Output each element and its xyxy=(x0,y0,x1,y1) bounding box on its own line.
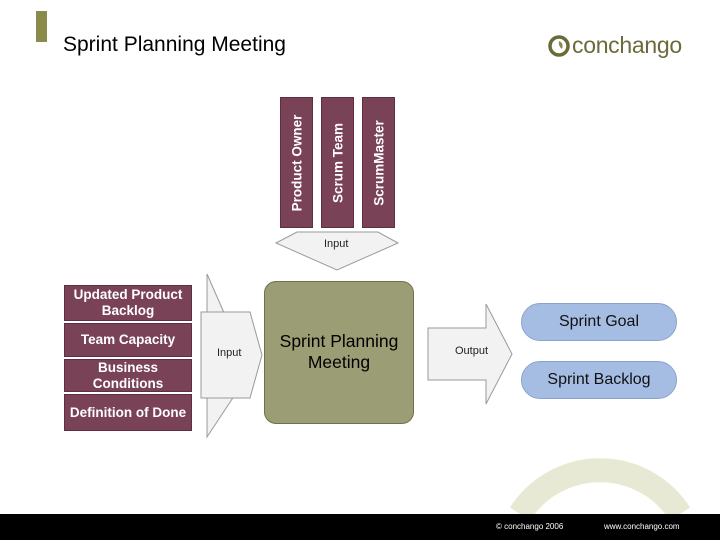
conchango-logo-mark-icon xyxy=(548,35,570,57)
input-box-business-conditions: Business Conditions xyxy=(64,359,192,392)
output-sprint-backlog: Sprint Backlog xyxy=(521,361,677,399)
footer-url[interactable]: www.conchango.com xyxy=(604,522,680,531)
input-box-team-capacity: Team Capacity xyxy=(64,323,192,357)
top-arrow-label: Input xyxy=(324,238,349,250)
background-arc-decoration xyxy=(509,458,691,521)
logo-text: conchango xyxy=(572,32,682,58)
footer-copyright: © conchango 2006 xyxy=(496,522,564,531)
role-label: Product Owner xyxy=(289,114,304,211)
output-sprint-goal: Sprint Goal xyxy=(521,303,677,341)
role-box-scrummaster: ScrumMaster xyxy=(362,97,395,228)
center-label: Sprint Planning Meeting xyxy=(279,331,399,372)
left-arrow-label: Input xyxy=(217,347,242,359)
right-arrow-label: Output xyxy=(455,345,489,357)
title-accent-bar xyxy=(36,11,47,42)
sprint-planning-meeting-box: Sprint Planning Meeting xyxy=(264,281,414,424)
slide-title: Sprint Planning Meeting xyxy=(63,33,286,56)
input-box-definition-of-done: Definition of Done xyxy=(64,394,192,431)
role-box-product-owner: Product Owner xyxy=(280,97,313,228)
input-box-updated-product-backlog: Updated Product Backlog xyxy=(64,285,192,321)
role-box-scrum-team: Scrum Team xyxy=(321,97,354,228)
role-label: ScrumMaster xyxy=(371,119,386,206)
role-label: Scrum Team xyxy=(330,122,345,203)
footer-bar: © conchango 2006 www.conchango.com xyxy=(0,514,720,540)
conchango-logo: conchango xyxy=(548,32,698,62)
